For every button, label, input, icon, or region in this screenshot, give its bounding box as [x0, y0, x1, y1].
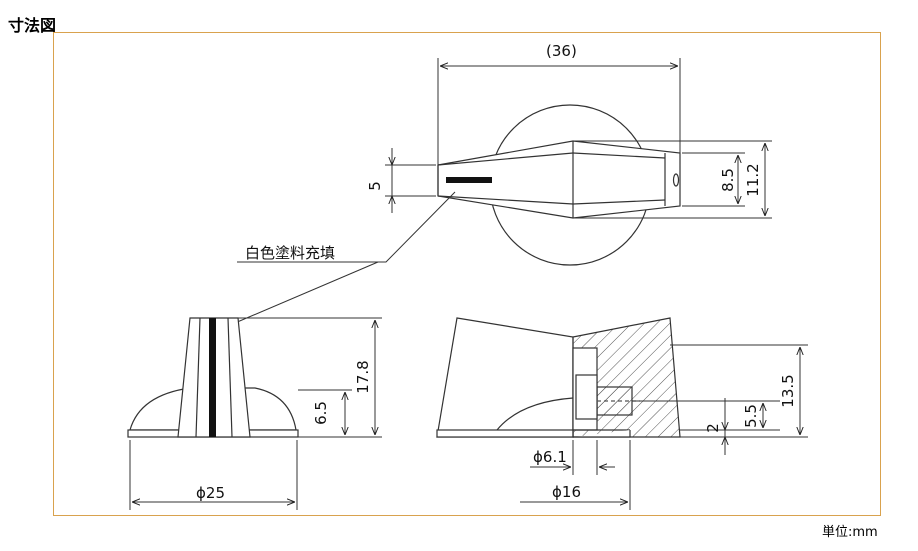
dim-overall-length: (36): [546, 42, 577, 60]
side-body: [436, 317, 574, 438]
unit-label: 単位:mm: [822, 525, 878, 540]
dim-total-height: 17.8: [354, 360, 372, 393]
dim-body-height: 11.2: [744, 163, 762, 196]
dim-screw-height: 5.5: [742, 404, 760, 428]
top-face-upper: [572, 152, 666, 159]
top-white-paint-line: [446, 177, 492, 183]
dim-shaft-diameter: ϕ6.1: [533, 448, 567, 466]
dim-tip-height: 8.5: [719, 168, 737, 192]
dim-skirt-height: 6.5: [312, 401, 330, 425]
dim-side-total-height: 13.5: [779, 374, 797, 407]
top-pointer-edge-lower: [437, 195, 574, 205]
front-white-paint-line: [209, 318, 216, 437]
dim-cap-diameter: ϕ16: [552, 483, 581, 501]
top-pointer-edge-upper: [437, 152, 574, 166]
top-end-hole: [672, 173, 680, 187]
side-view: [436, 317, 681, 438]
front-view-dimensions: [129, 317, 382, 510]
top-view: [437, 104, 681, 266]
dim-base-offset: 2: [704, 423, 722, 433]
callout-label: 白色塗料充填: [245, 244, 335, 262]
top-view-dimensions: [385, 58, 772, 219]
dim-pointer-width: 5: [366, 181, 384, 191]
side-bore-step: [575, 374, 598, 420]
drawing-frame: [53, 32, 881, 516]
dim-base-diameter: ϕ25: [196, 484, 225, 502]
side-view-dimensions: [520, 344, 808, 510]
page-title: 寸法図: [8, 16, 57, 35]
top-face-lower: [572, 199, 666, 205]
paint-callout-leader: [228, 191, 456, 326]
